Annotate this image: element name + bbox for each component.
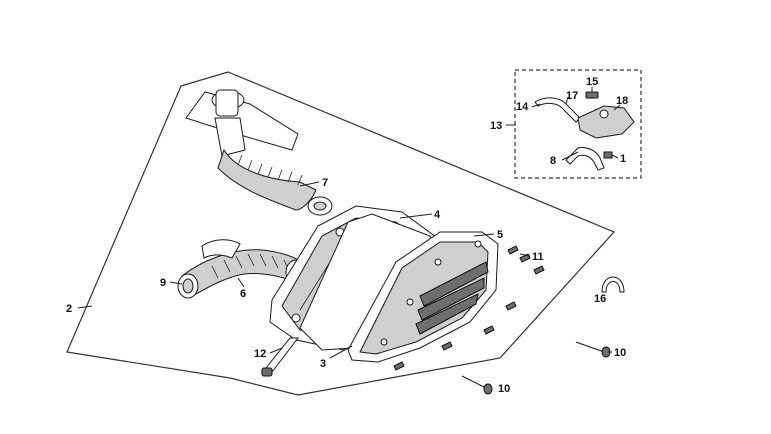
breather-valve-part bbox=[577, 105, 635, 139]
leader-3 bbox=[329, 345, 353, 359]
callout-7: 7 bbox=[322, 177, 328, 189]
leader-9 bbox=[169, 281, 183, 285]
small-clamp-part bbox=[585, 91, 599, 99]
screws-part bbox=[393, 245, 545, 371]
intake-snorkel-part bbox=[185, 89, 333, 216]
leader-12 bbox=[269, 347, 283, 354]
bolt-upper-part bbox=[575, 341, 611, 358]
air-cleaner-cover-part bbox=[347, 231, 499, 363]
bolt-lower-part bbox=[461, 375, 493, 395]
callout-5: 5 bbox=[497, 229, 503, 241]
callout-1: 1 bbox=[620, 153, 626, 165]
breather-hose-part bbox=[534, 97, 581, 123]
breather-elbow-hose-part bbox=[565, 147, 613, 171]
breather-subassembly-frame bbox=[514, 69, 642, 179]
callout-6: 6 bbox=[240, 288, 246, 300]
callout-17: 17 bbox=[566, 90, 578, 102]
hose-clip-part bbox=[601, 276, 625, 293]
leader-14 bbox=[531, 103, 541, 108]
callout-12: 12 bbox=[254, 348, 266, 360]
leader-1 bbox=[611, 154, 619, 159]
leader-2 bbox=[77, 305, 93, 309]
callout-18: 18 bbox=[616, 95, 628, 107]
leader-18 bbox=[613, 104, 621, 111]
assembly-frame bbox=[66, 71, 616, 396]
leader-5 bbox=[473, 233, 495, 237]
callout-3: 3 bbox=[320, 358, 326, 370]
callout-16: 16 bbox=[594, 293, 606, 305]
callout-15: 15 bbox=[586, 76, 598, 88]
callout-9: 9 bbox=[160, 277, 166, 289]
leader-6 bbox=[237, 277, 245, 288]
callout-4: 4 bbox=[434, 209, 441, 221]
callout-13: 13 bbox=[490, 120, 502, 132]
drain-tube-part bbox=[261, 337, 300, 377]
callout-11: 11 bbox=[532, 251, 544, 263]
callout-8: 8 bbox=[550, 155, 556, 167]
leader-4 bbox=[399, 213, 433, 219]
callout-10-lower: 10 bbox=[498, 383, 510, 395]
leader-17 bbox=[565, 96, 569, 105]
callout-2: 2 bbox=[66, 303, 72, 315]
leader-8 bbox=[561, 151, 579, 161]
leader-7 bbox=[299, 181, 320, 187]
callout-10-upper: 10 bbox=[614, 347, 626, 359]
callout-14: 14 bbox=[516, 101, 529, 113]
leader-11 bbox=[519, 253, 531, 257]
